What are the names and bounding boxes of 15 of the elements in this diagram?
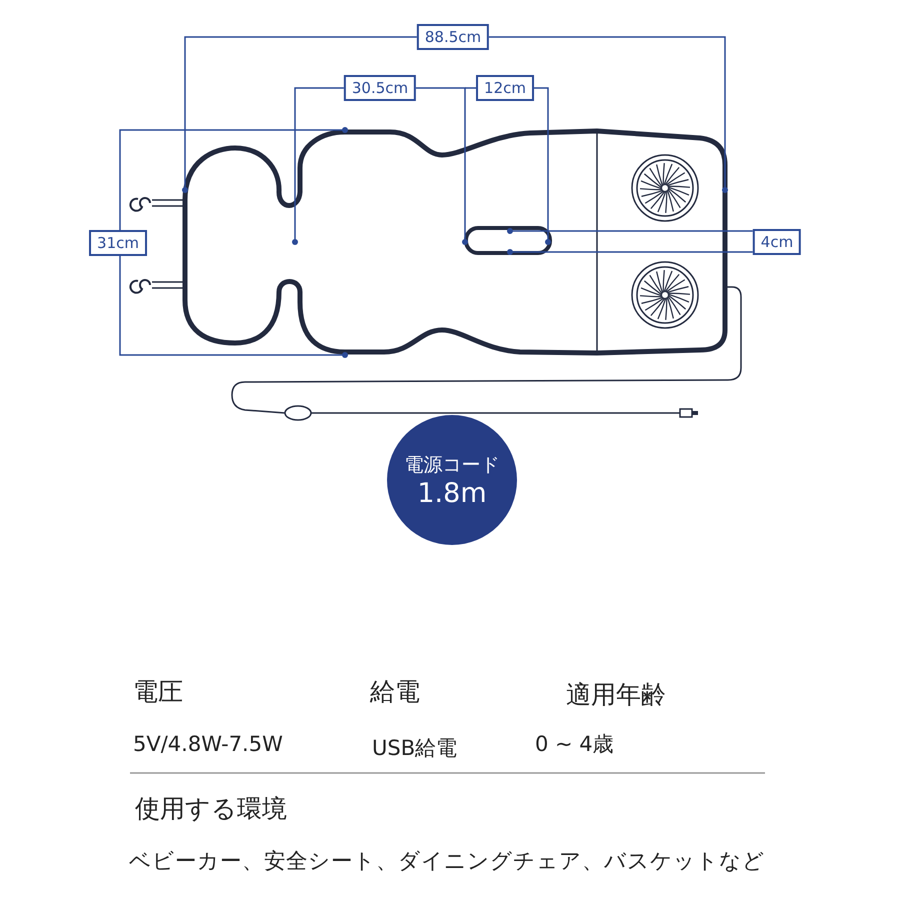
table-header: 給電	[370, 676, 420, 708]
table-header: 電圧	[133, 676, 183, 708]
dimension-label: 4cm	[752, 229, 802, 255]
table-cell-text: USB給電	[372, 735, 458, 762]
dimension-label: 12cm	[476, 75, 534, 101]
badge-title: 電源コード	[404, 452, 500, 478]
table-cell: 5V/4.8W-7.5W	[133, 732, 283, 756]
usage-text: ベビーカー、安全シート、ダイニングチェア、バスケットなど	[129, 848, 765, 875]
section-heading: 使用する環境	[135, 793, 287, 825]
dimension-label: 31cm	[89, 230, 147, 256]
dimension-label: 30.5cm	[344, 75, 416, 101]
dimension-label: 88.5cm	[416, 24, 490, 50]
table-header: 適用年齢	[566, 679, 666, 711]
table-cell-text: 0 ~ 4歳	[535, 731, 614, 758]
badge-value: 1.8m	[417, 478, 487, 508]
